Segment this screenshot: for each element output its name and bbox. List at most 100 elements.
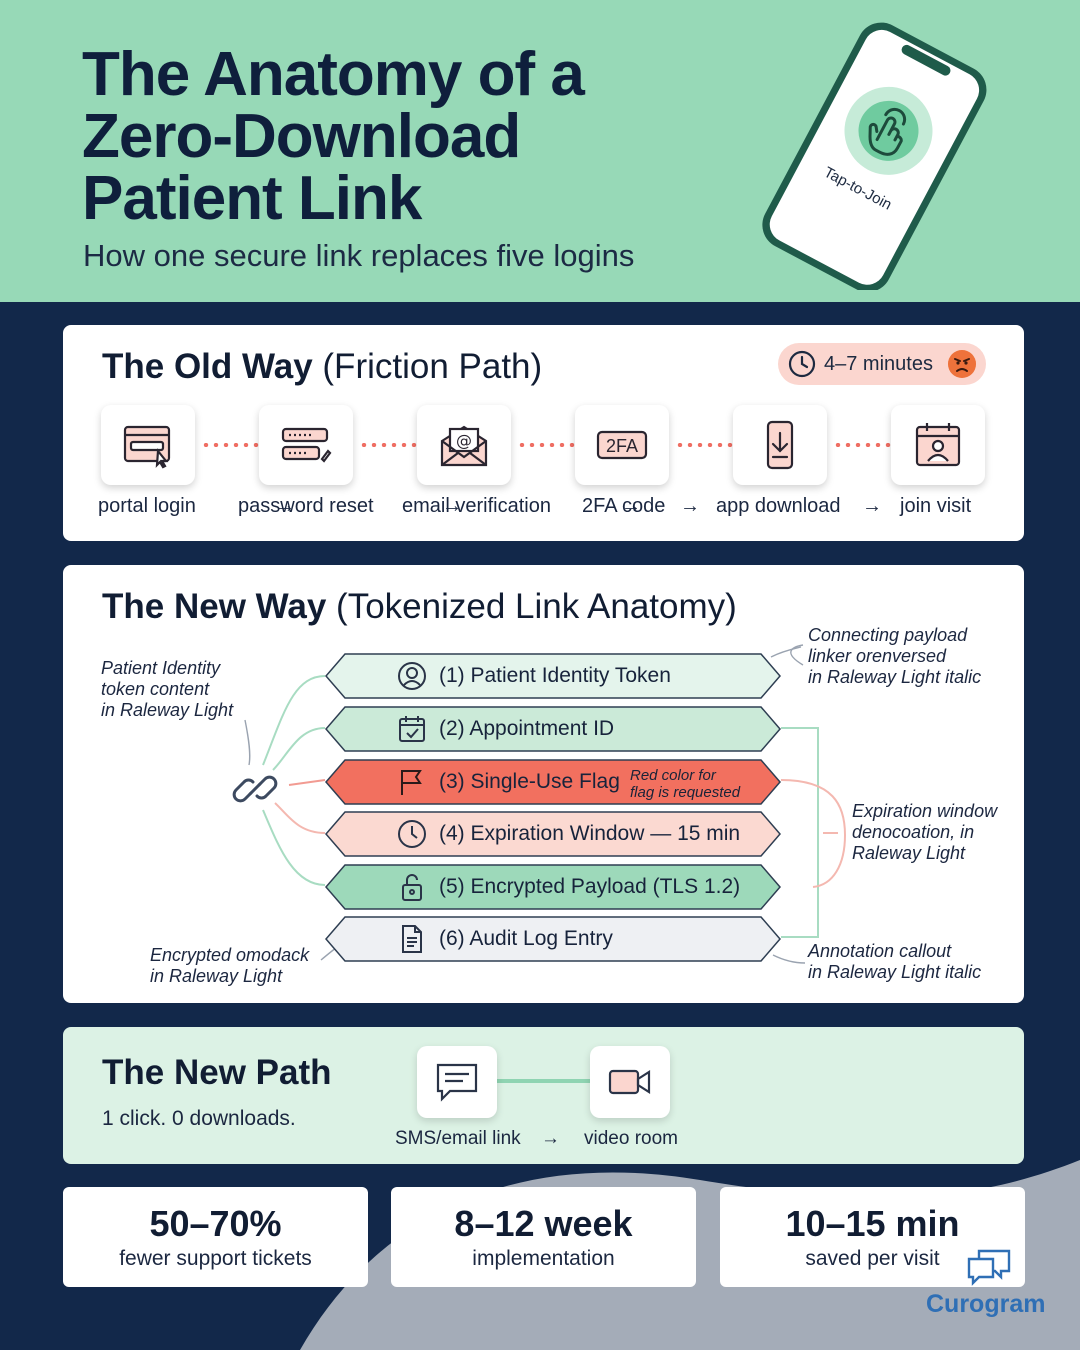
- step-label-password-reset: password reset: [238, 495, 374, 517]
- clock-icon: [398, 820, 426, 848]
- note-line: in Raleway Light: [150, 966, 283, 986]
- flag-icon: [401, 770, 422, 795]
- note-line: linker orenversed: [808, 646, 947, 666]
- stat-support-tickets: 50–70% fewer support tickets: [63, 1187, 368, 1287]
- flag-note-line: Red color for: [630, 767, 716, 784]
- brand-name: Curogram: [926, 1290, 1046, 1318]
- step-app-download: [733, 405, 827, 485]
- title-line-1: The Anatomy of a: [82, 40, 585, 109]
- layer-content: (1) Patient Identity Token: [397, 652, 671, 700]
- step-arrow: →: [442, 495, 462, 517]
- layer-fill: [325, 653, 781, 699]
- flag-note-line: flag is requested: [630, 784, 741, 801]
- note-line: token content: [101, 679, 210, 699]
- layer-label: (2) Appointment ID: [439, 717, 615, 740]
- user-circle-icon: [398, 662, 426, 690]
- email-envelope-icon: @: [440, 425, 488, 467]
- note-right-mid: Expiration window denocoation, in Ralewa…: [852, 801, 997, 864]
- page-title: The Anatomy of a Zero-Download Patient L…: [82, 44, 722, 230]
- phone-illustration: Tap-to-Join: [762, 22, 987, 290]
- stat-label: saved per visit: [805, 1247, 940, 1270]
- layer-shape: [325, 759, 781, 805]
- time-value: 4–7 minutes: [824, 352, 933, 375]
- stat-label: implementation: [472, 1247, 615, 1270]
- sms-link-tile: [417, 1046, 497, 1118]
- layer-label: (3) Single-Use Flag: [439, 770, 620, 793]
- note-line: Connecting payload: [808, 625, 968, 645]
- title-line-3: Patient Link: [82, 164, 422, 233]
- layer-label: (4) Expiration Window — 15 min: [439, 822, 741, 845]
- path-arrow: →: [541, 1128, 560, 1149]
- old-way-title-bold: The Old Way: [102, 347, 313, 386]
- layer-content: (4) Expiration Window — 15 min: [397, 810, 740, 858]
- note-line: Expiration window: [852, 801, 998, 821]
- step-arrow: →: [862, 495, 882, 517]
- calendar-check-icon: [399, 716, 425, 742]
- step-2fa-code: 2FA: [575, 405, 669, 485]
- curogram-logo-icon: [967, 1249, 1011, 1286]
- note-line: Annotation callout: [808, 941, 952, 961]
- new-path-title: The New Path: [102, 1053, 332, 1092]
- page-subtitle: How one secure link replaces five logins: [83, 238, 635, 273]
- flag-note: Red color for flag is requested: [630, 767, 740, 801]
- step-label-email-verification: email verification: [402, 495, 551, 517]
- note-right-top: Connecting payload linker orenversed in …: [808, 625, 981, 688]
- layer-shape: [325, 811, 781, 857]
- browser-login-icon: [123, 425, 171, 469]
- note-line: denocoation, in: [852, 822, 975, 842]
- step-arrow: →: [680, 495, 700, 517]
- new-path-subtitle: 1 click. 0 downloads.: [102, 1107, 296, 1130]
- angry-face-icon: [947, 350, 976, 378]
- new-way-title-bold: The New Way: [102, 587, 327, 626]
- step-arrow: →: [275, 495, 295, 517]
- stat-time-saved: 10–15 min saved per visit: [720, 1187, 1025, 1287]
- layer-single-use-flag: (3) Single-Use Flag Red color for flag i…: [325, 758, 781, 806]
- layer-fill: [325, 811, 781, 857]
- note-left-bottom: Encrypted omodack in Raleway Light: [150, 945, 309, 987]
- layer-shape: [325, 706, 781, 752]
- note-line: Encrypted omodack: [150, 945, 310, 965]
- step-label-2fa-code: 2FA code: [582, 495, 666, 517]
- 2fa-badge-text: 2FA: [606, 436, 638, 456]
- time-badge: 4–7 minutes: [778, 343, 986, 385]
- chat-bubble-icon: [436, 1063, 478, 1102]
- layer-fill: [325, 916, 781, 962]
- path-to-label: video room: [584, 1128, 678, 1149]
- note-left-top: Patient Identity token content in Ralewa…: [101, 658, 233, 721]
- layer-fill: [325, 864, 781, 910]
- old-way-title-rest: (Friction Path): [322, 347, 543, 386]
- new-way-card: The New Way (Tokenized Link Anatomy) Pat…: [63, 565, 1024, 1003]
- stat-value: 10–15 min: [785, 1203, 960, 1244]
- chain-link-icon: [232, 775, 278, 803]
- step-label-portal-login: portal login: [98, 495, 196, 517]
- path-connector: [497, 1079, 591, 1083]
- layer-content: (5) Encrypted Payload (TLS 1.2): [397, 863, 740, 911]
- step-password-reset: [259, 405, 353, 485]
- layer-patient-identity-token: (1) Patient Identity Token: [325, 652, 781, 700]
- layer-content: (2) Appointment ID: [397, 705, 614, 753]
- path-from-label: SMS/email link: [395, 1128, 521, 1149]
- stat-value: 8–12 week: [454, 1203, 633, 1244]
- layer-label: (1) Patient Identity Token: [439, 664, 671, 687]
- old-way-title: The Old Way (Friction Path): [102, 347, 542, 387]
- phone-download-icon: [766, 420, 794, 470]
- calendar-person-icon: [915, 423, 961, 467]
- layer-shape: [325, 864, 781, 910]
- header-banner: The Anatomy of a Zero-Download Patient L…: [0, 0, 1080, 302]
- note-line: in Raleway Light italic: [808, 667, 982, 687]
- layer-content: (6) Audit Log Entry: [397, 915, 613, 963]
- layer-shape: [325, 916, 781, 962]
- new-way-title-rest: (Tokenized Link Anatomy): [336, 587, 737, 626]
- layer-label: (6) Audit Log Entry: [439, 927, 613, 950]
- layer-fill: [325, 759, 781, 805]
- layer-fill: [325, 706, 781, 752]
- step-email-verification: @: [417, 405, 511, 485]
- svg-text:@: @: [456, 431, 472, 450]
- step-join-visit: [891, 405, 985, 485]
- video-room-tile: [590, 1046, 670, 1118]
- note-right-bottom: Annotation callout in Raleway Light ital…: [808, 941, 981, 983]
- video-camera-icon: [608, 1069, 651, 1095]
- stat-value: 50–70%: [149, 1203, 282, 1244]
- stat-label: fewer support tickets: [119, 1247, 312, 1270]
- tap-hand-icon: [868, 107, 907, 156]
